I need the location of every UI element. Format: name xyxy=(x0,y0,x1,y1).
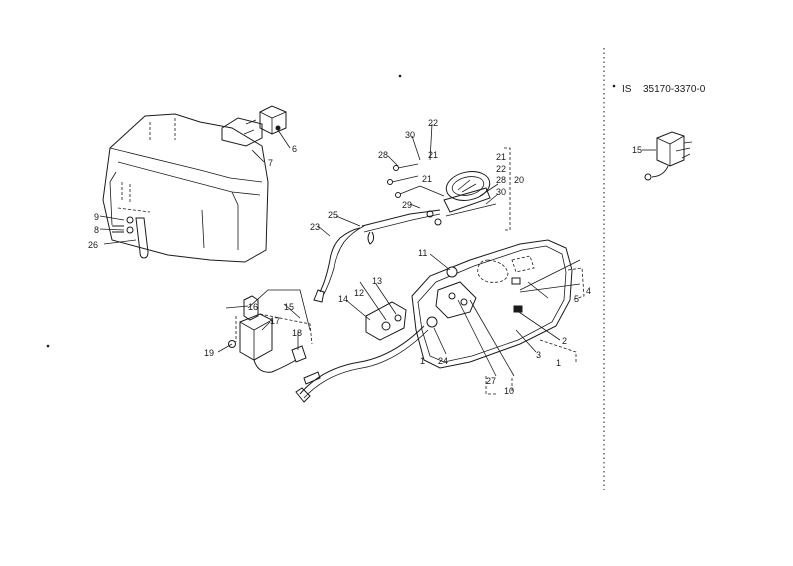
callout-30-top: 30 xyxy=(405,130,415,140)
callout-12: 12 xyxy=(354,288,364,298)
callout-18: 18 xyxy=(292,328,302,338)
callout-1-right: 1 xyxy=(556,358,561,368)
callout-21-a: 21 xyxy=(428,150,438,160)
callout-26: 26 xyxy=(88,240,98,250)
part-ref-prefix: IS xyxy=(622,84,632,95)
callout-15-left: 15 xyxy=(284,302,294,312)
callout-2: 2 xyxy=(562,336,567,346)
callout-16: 16 xyxy=(248,302,258,312)
callout-22-top: 22 xyxy=(428,118,438,128)
lower-cable-icon xyxy=(295,316,438,403)
callout-24: 24 xyxy=(438,356,448,366)
instrument-panel-icon xyxy=(411,239,573,369)
callout-17: 17 xyxy=(270,316,280,326)
callout-29: 29 xyxy=(402,200,412,210)
inset-relay-icon xyxy=(642,131,693,181)
headlight-housing-icon xyxy=(102,113,269,263)
meter-icon xyxy=(387,163,491,226)
callout-30-b: 30 xyxy=(496,187,506,197)
callout-6: 6 xyxy=(292,144,297,154)
callout-28-top: 28 xyxy=(378,150,388,160)
callout-20: 20 xyxy=(514,175,524,185)
callout-4: 4 xyxy=(586,286,591,296)
grouping-brackets xyxy=(235,147,585,395)
callout-28-b: 28 xyxy=(496,175,506,185)
callout-25: 25 xyxy=(328,210,338,220)
callout-10: 10 xyxy=(504,386,514,396)
speedometer-cable-icon xyxy=(313,209,441,303)
callout-labels: 9 8 26 7 6 22 30 28 21 21 29 25 23 21 22… xyxy=(88,118,642,396)
part-reference: IS 35170-3370-0 xyxy=(622,84,706,95)
callout-21-c: 21 xyxy=(496,152,506,162)
part-ref-number: 35170-3370-0 xyxy=(643,84,706,95)
callout-8: 8 xyxy=(94,225,99,235)
callout-1-left: 1 xyxy=(420,356,425,366)
switch-unit-icon xyxy=(365,301,407,341)
callout-15-inset: 15 xyxy=(632,145,642,155)
callout-11: 11 xyxy=(418,248,427,258)
callout-19: 19 xyxy=(204,348,214,358)
relay-icon xyxy=(221,105,287,147)
callout-14: 14 xyxy=(338,294,348,304)
callout-22-b: 22 xyxy=(496,164,506,174)
pin-and-bolts-icon xyxy=(112,216,149,259)
callout-5: 5 xyxy=(574,294,579,304)
leader-lines xyxy=(99,123,581,377)
callout-9: 9 xyxy=(94,212,99,222)
callout-27: 27 xyxy=(486,376,496,386)
callout-23: 23 xyxy=(310,222,320,232)
callout-7: 7 xyxy=(268,158,273,168)
callout-21-b: 21 xyxy=(422,174,432,184)
callout-13: 13 xyxy=(372,276,382,286)
callout-3: 3 xyxy=(536,350,541,360)
